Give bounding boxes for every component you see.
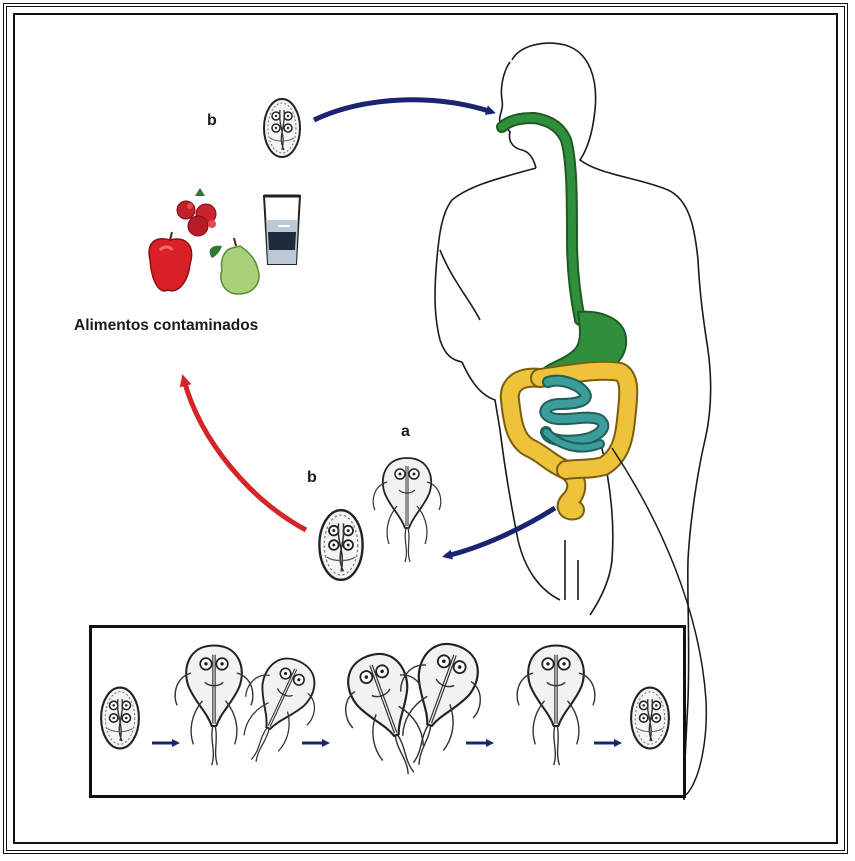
replication-stages-box xyxy=(89,625,686,798)
excretion-arrow xyxy=(446,508,555,556)
cyst-icon xyxy=(264,99,300,157)
trophozoite-icon xyxy=(373,458,441,562)
pear-icon xyxy=(210,238,259,294)
label-cyst-top: b xyxy=(207,112,217,130)
cyst-icon xyxy=(319,510,362,580)
digestive-tract xyxy=(502,118,628,510)
ingestion-arrow xyxy=(314,100,492,120)
food-caption: Alimentos contaminados xyxy=(74,317,258,335)
water-glass-icon xyxy=(264,196,300,264)
label-trophozoite: a xyxy=(401,423,410,441)
raspberries-icon xyxy=(177,188,216,236)
contamination-arrow xyxy=(184,380,306,530)
label-cyst-bottom: b xyxy=(307,469,317,487)
apple-icon xyxy=(149,232,191,291)
